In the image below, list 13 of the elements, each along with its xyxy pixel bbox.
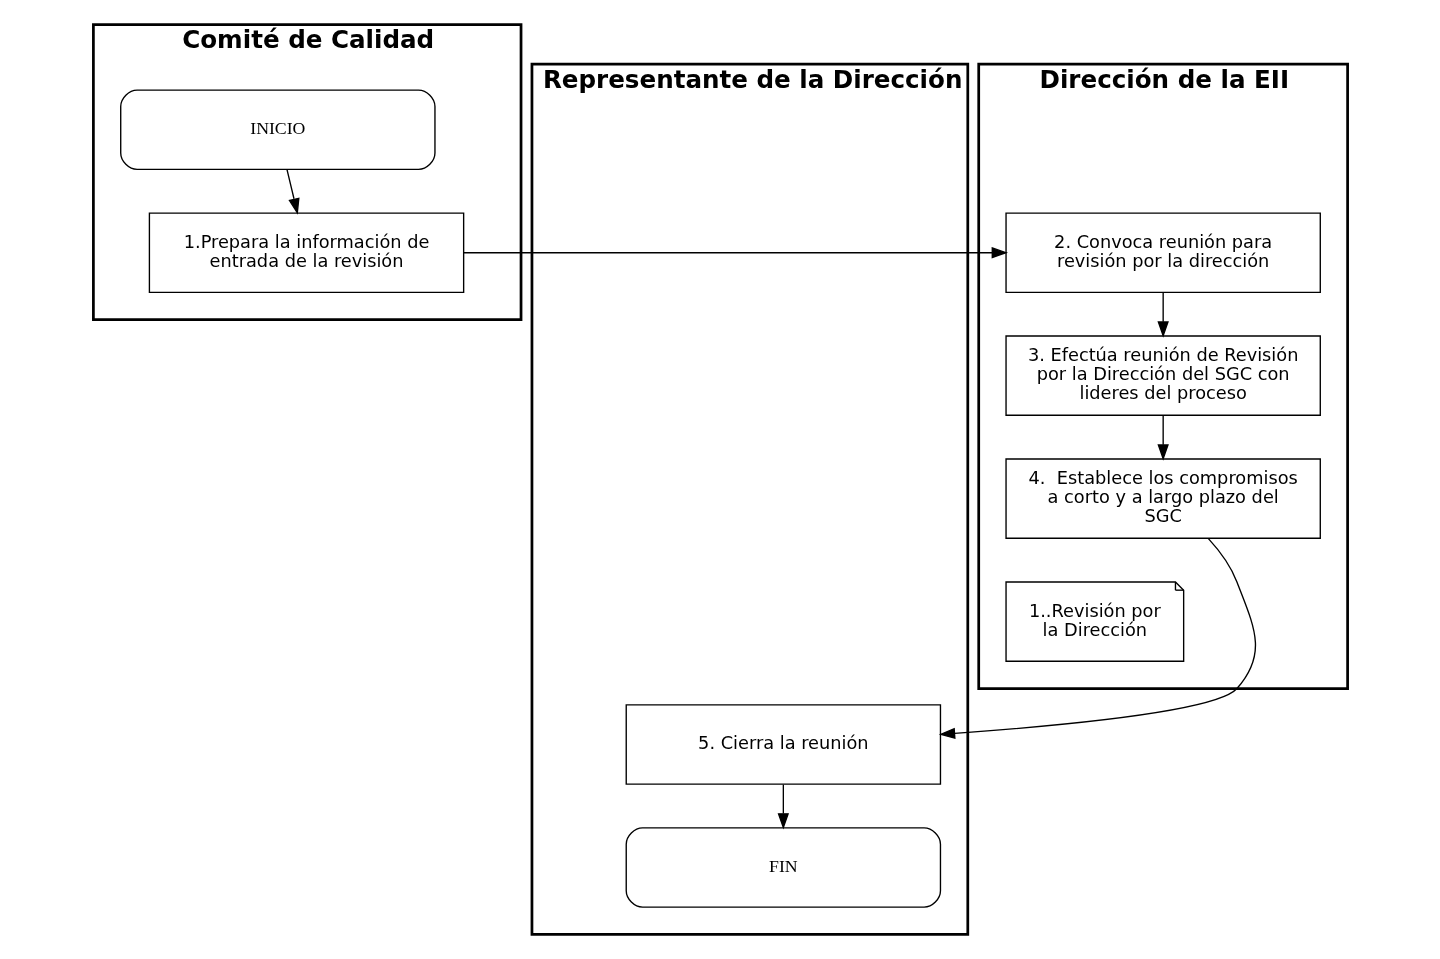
arrow — [462, 246, 1008, 259]
node-box: 5. Cierra la reunión — [625, 704, 941, 785]
node-box: FIN — [625, 827, 941, 908]
node-box: 2. Convoca reunión para revisión por la dirección — [1004, 212, 1321, 293]
node-box: 4. Establece los compromisos a corto y a largo plazo del SGC — [1004, 458, 1321, 539]
node-box: 3. Efectúa reunión de Revisión por la Dirección del SGC con lideres del proceso — [1004, 335, 1321, 416]
arrow — [938, 537, 1256, 740]
node-box: INICIO — [119, 89, 436, 171]
arrow — [1156, 415, 1169, 461]
arrow — [777, 783, 789, 830]
arrow — [285, 169, 300, 215]
arrow — [1156, 292, 1169, 338]
node-box: 1.Prepara la información de entrada de la revisión — [148, 212, 464, 293]
